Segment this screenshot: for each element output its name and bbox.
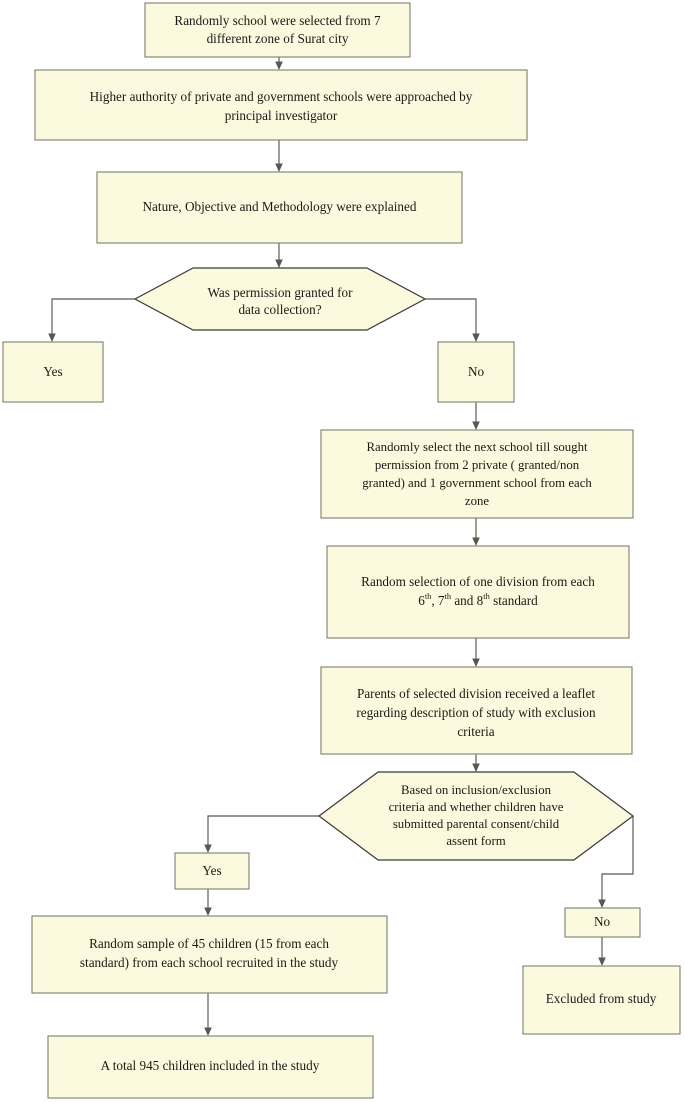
node-inclusion-yes[interactable]: Yes (174, 852, 250, 890)
connector-n10-no (598, 816, 634, 908)
node-box (174, 852, 250, 890)
node-text-line: Based on inclusion/exclusion (401, 783, 552, 797)
connector-n7-n8 (472, 518, 480, 546)
node-text-line: Yes (43, 364, 62, 379)
node-inclusion-no[interactable]: No (564, 907, 641, 938)
node-random-selection-division[interactable]: Random selection of one division from ea… (326, 545, 630, 639)
node-box (31, 915, 388, 994)
connector-n12-n14 (598, 937, 606, 966)
node-text-line: No (468, 364, 485, 379)
connector-n8-n9 (472, 638, 480, 667)
node-box (437, 341, 515, 403)
node-box (326, 545, 630, 639)
connector-layer (48, 57, 634, 1036)
node-text-line: data collection? (238, 302, 321, 317)
node-text-line: Random sample of 45 children (15 from ea… (89, 936, 329, 951)
node-box (522, 965, 681, 1035)
std-8-suffix: th (483, 592, 490, 601)
node-text-line: standard) from each school recruited in … (80, 955, 339, 970)
node-text-line: submitted parental consent/child (393, 817, 560, 831)
node-text-line: granted) and 1 government school from ea… (362, 476, 592, 490)
node-excluded-from-study[interactable]: Excluded from study (522, 965, 681, 1035)
node-box (320, 429, 634, 519)
connector-n1-n2 (275, 57, 283, 70)
node-box (2, 341, 104, 403)
node-text-standards-line: 6th, 7th and 8th standard (418, 592, 538, 608)
node-randomly-school-selected[interactable]: Randomly school were selected from 7 dif… (144, 2, 411, 58)
std-6-suffix: th (425, 592, 432, 601)
node-random-sample-45-children[interactable]: Random sample of 45 children (15 from ea… (31, 915, 388, 994)
node-permission-yes[interactable]: Yes (2, 341, 104, 403)
node-text-line: Randomly select the next school till sou… (366, 440, 588, 454)
node-text-line: permission from 2 private ( granted/non (375, 458, 580, 472)
node-decision-inclusion-exclusion[interactable]: Based on inclusion/exclusion criteria an… (317, 771, 635, 861)
connector-n11-n13 (204, 889, 212, 916)
node-hexagon (317, 771, 635, 861)
node-text-line: zone (465, 494, 489, 508)
std-7: , 7 (431, 593, 445, 608)
connector-n4-yes (48, 298, 135, 342)
node-text-line: criteria and whether children have (389, 800, 564, 814)
node-parents-received-leaflet[interactable]: Parents of selected division received a … (320, 666, 633, 755)
node-decision-permission-granted[interactable]: Was permission granted for data collecti… (133, 267, 427, 331)
connector-n13-n15 (204, 993, 212, 1036)
connector-n2-n3 (275, 140, 283, 172)
connector-n6-n7 (472, 402, 480, 430)
node-permission-no[interactable]: No (437, 341, 515, 403)
std-7-suffix: th (445, 592, 452, 601)
node-text-line: Random selection of one division from ea… (361, 574, 595, 589)
connector-n4-no (425, 298, 480, 342)
node-text-line: Randomly school were selected from 7 (174, 13, 381, 28)
node-text-line: Yes (202, 863, 221, 878)
node-text-line: assent form (446, 834, 505, 848)
node-box (96, 171, 463, 244)
node-text-line: Excluded from study (546, 991, 657, 1006)
node-text-line: principal investigator (225, 108, 338, 123)
node-box (47, 1035, 374, 1099)
std-tail: standard (490, 593, 538, 608)
node-higher-authority-approached[interactable]: Higher authority of private and governme… (34, 69, 528, 141)
node-box (564, 907, 641, 938)
node-text-line: criteria (457, 724, 494, 739)
node-total-945-children[interactable]: A total 945 children included in the stu… (47, 1035, 374, 1099)
node-box (144, 2, 411, 58)
node-text-line: No (594, 914, 611, 929)
node-text-line: different zone of Surat city (207, 31, 349, 46)
node-box (320, 666, 633, 755)
node-text-line: Higher authority of private and governme… (90, 89, 473, 104)
node-text-line: Was permission granted for (207, 285, 353, 300)
connector-n10-yes (204, 815, 319, 853)
connector-n9-n10 (472, 754, 480, 772)
node-box (34, 69, 528, 141)
node-randomly-select-next-school[interactable]: Randomly select the next school till sou… (320, 429, 634, 519)
node-text-line: regarding description of study with excl… (356, 705, 596, 720)
node-hexagon (133, 267, 427, 331)
node-nature-objective-methodology[interactable]: Nature, Objective and Methodology were e… (96, 171, 463, 244)
std-6: 6 (418, 593, 425, 608)
connector-n3-n4 (275, 243, 283, 268)
node-text-line: Parents of selected division received a … (357, 686, 595, 701)
std-8: and 8 (451, 593, 484, 608)
node-text-line: Nature, Objective and Methodology were e… (143, 199, 417, 214)
node-text-line: A total 945 children included in the stu… (101, 1058, 320, 1073)
